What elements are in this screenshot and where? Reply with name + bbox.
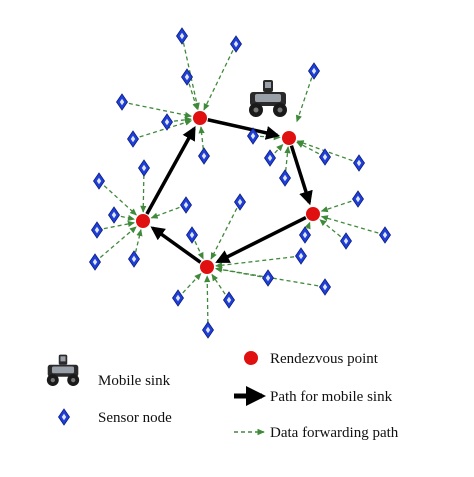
sensor-node-icon-24	[93, 172, 105, 190]
rendezvous-point-3	[200, 260, 214, 274]
sensor-node-icon-21	[172, 289, 184, 307]
legend-robot-icon	[46, 354, 80, 387]
sensor-node-icon-8	[264, 149, 276, 167]
sensor-node-icon-13	[299, 226, 311, 244]
sensor-node-icon-10	[353, 154, 365, 172]
forwarding-arrow-22	[211, 273, 226, 295]
forwarding-arrow-23	[204, 275, 211, 324]
forwarding-arrow-21	[182, 273, 202, 294]
sensor-node-icon-12	[352, 190, 364, 208]
forwarding-arrow-31	[295, 77, 313, 123]
mobile-sink-path-arrow-1	[289, 145, 313, 206]
rendezvous-point-2	[306, 207, 320, 221]
sensor-node-icon-28	[91, 221, 103, 239]
legend-forwarding-label: Data forwarding path	[270, 425, 399, 441]
forwarding-arrow-26	[150, 206, 180, 219]
forwarding-arrow-11	[284, 146, 291, 172]
mobile-sink-path	[145, 118, 313, 264]
forwarding-arrow-6	[198, 126, 205, 150]
mobile-sink-path-arrow-3	[150, 226, 202, 264]
sensor-node-icon-27	[108, 206, 120, 224]
forwarding-arrow-3	[128, 102, 192, 118]
forwarding-arrow-24	[103, 185, 137, 216]
legend: Mobile sink Sensor node Rendezvous point…	[46, 351, 399, 441]
forwarding-arrow-29	[99, 226, 137, 258]
sensor-node-icon-25	[138, 159, 150, 177]
sensor-node-icon-0	[176, 27, 188, 45]
sensor-node-icon-19	[262, 269, 274, 287]
legend-rendezvous-icon	[244, 351, 258, 365]
rendezvous-points	[136, 111, 320, 274]
mobile-sink-robot-icon	[249, 80, 287, 117]
sensor-node-icon-2	[181, 68, 193, 86]
sensor-node-icon-15	[379, 226, 391, 244]
forwarding-arrow-18	[215, 256, 295, 269]
sensor-node-icon-16	[186, 226, 198, 244]
legend-sensor-icon	[58, 408, 70, 426]
sensor-node-icon-6	[198, 147, 210, 165]
sensor-node-icon-1	[230, 35, 242, 53]
forwarding-arrow-16	[194, 241, 204, 260]
sensor-node-icon-17	[234, 193, 246, 211]
forwarding-arrow-2	[188, 83, 199, 111]
legend-path-label: Path for mobile sink	[270, 389, 393, 405]
forwarding-arrow-30	[134, 228, 143, 253]
forwarding-arrow-12	[320, 200, 352, 213]
forwarding-arrow-1	[203, 50, 234, 111]
forwarding-arrow-14	[319, 219, 341, 238]
sensor-node-icon-14	[340, 232, 352, 250]
forwarding-arrow-15	[320, 215, 379, 234]
sensor-node-icon-5	[127, 130, 139, 148]
sensor-node-icon-20	[319, 278, 331, 296]
sensor-node-icon-4	[161, 113, 173, 131]
mobile-sink-path-arrow-4	[145, 126, 196, 215]
forwarding-arrow-0	[182, 42, 200, 110]
rendezvous-point-0	[193, 111, 207, 125]
sensor-node-icon-23	[202, 321, 214, 339]
forwarding-arrow-28	[103, 220, 135, 230]
sensor-node-icon-26	[180, 196, 192, 214]
forwarding-arrow-13	[304, 221, 311, 230]
legend-sensor-node-label: Sensor node	[98, 410, 172, 426]
sensor-node-icon-31	[308, 62, 320, 80]
sensor-node-icon-18	[295, 247, 307, 265]
forwarding-arrow-27	[120, 214, 135, 221]
forwarding-arrow-8	[274, 143, 284, 154]
rendezvous-point-4	[136, 214, 150, 228]
sensor-nodes	[89, 27, 391, 339]
sensor-node-icon-30	[128, 250, 140, 268]
forwarding-arrow-5	[139, 119, 193, 138]
mobile-sink-path-arrow-2	[215, 216, 307, 264]
rendezvous-point-1	[282, 131, 296, 145]
forwarding-arrow-17	[210, 207, 238, 260]
forwarding-arrow-25	[140, 174, 147, 213]
sensor-node-icon-3	[116, 93, 128, 111]
sensor-node-icon-11	[279, 169, 291, 187]
forwarding-arrow-4	[173, 116, 192, 123]
legend-rendezvous-label: Rendezvous point	[270, 351, 379, 367]
sensor-node-icon-9	[319, 148, 331, 166]
sensor-node-icon-29	[89, 253, 101, 271]
legend-mobile-sink-label: Mobile sink	[98, 373, 171, 389]
data-forwarding-paths	[99, 42, 379, 324]
mobile-sink-path-arrow-0	[207, 118, 281, 140]
sensor-node-icon-22	[223, 291, 235, 309]
